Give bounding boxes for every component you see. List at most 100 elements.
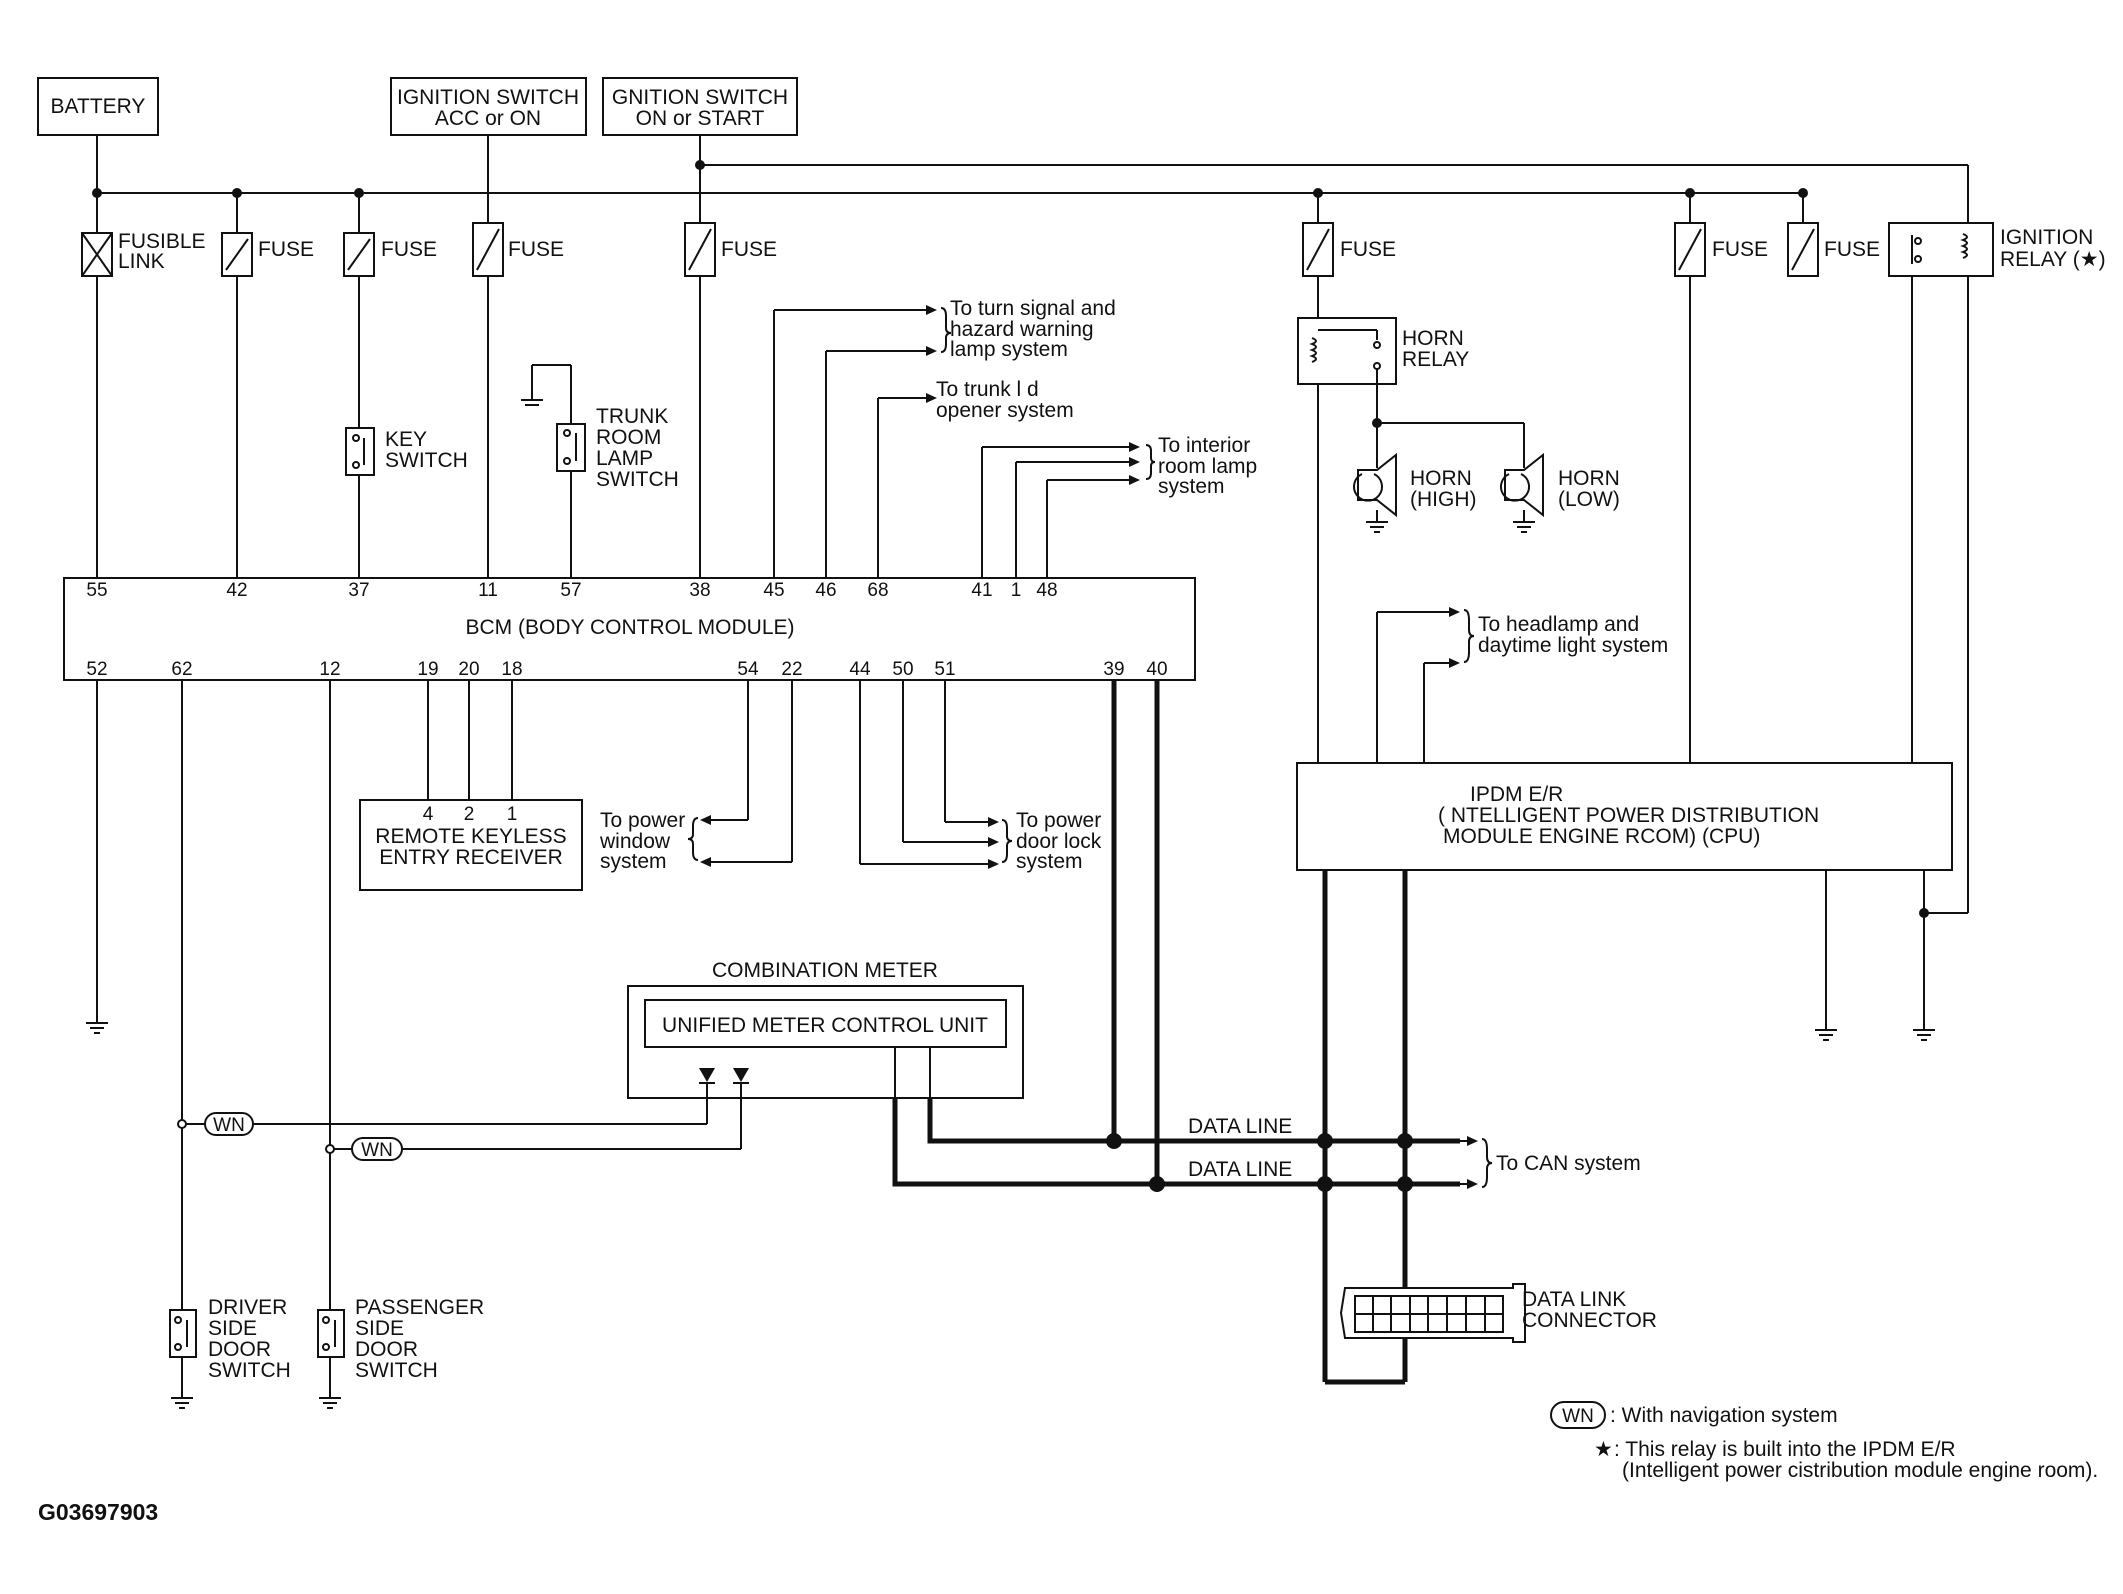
horn-high: HORN (HIGH) bbox=[1353, 452, 1477, 533]
horn-low-label-2: (LOW) bbox=[1558, 488, 1620, 511]
driver-door-switch-circuit: WN DRIVER SIDE DOOR SWITCH bbox=[169, 680, 707, 1409]
bcm-pin: 1 bbox=[1011, 580, 1022, 601]
fuse-11: FUSE bbox=[472, 222, 564, 578]
bcm-pin: 20 bbox=[458, 659, 479, 680]
bcm-pin: 68 bbox=[867, 580, 888, 601]
power-door-lock-outputs: To power door lock system bbox=[859, 680, 1102, 873]
bcm-pin: 54 bbox=[737, 659, 759, 680]
ignition-relay-label-1: IGNITION bbox=[2000, 226, 2093, 249]
passenger-switch-label-2: SIDE bbox=[355, 1317, 404, 1340]
rke-label-2: ENTRY RECEIVER bbox=[379, 846, 563, 869]
fuse-label: FUSE bbox=[1824, 238, 1880, 261]
ignition-switch-start-label-1: GNITION SWITCH bbox=[612, 86, 788, 109]
fuse-label: FUSE bbox=[1712, 238, 1768, 261]
ipdm-grounds bbox=[1815, 870, 1935, 1041]
headlamp-label-2: daytime light system bbox=[1478, 634, 1668, 657]
trunk-lid-label-2: opener system bbox=[936, 399, 1074, 422]
driver-switch-label-1: DRIVER bbox=[208, 1296, 287, 1319]
can-system-label: To CAN system bbox=[1496, 1152, 1641, 1175]
remote-keyless-receiver: 4 2 1 REMOTE KEYLESS ENTRY RECEIVER bbox=[359, 680, 583, 891]
passenger-switch-label-3: DOOR bbox=[355, 1338, 418, 1361]
bcm-pin: 45 bbox=[763, 580, 784, 601]
bcm-pin: 22 bbox=[781, 659, 802, 680]
driver-switch-label-3: DOOR bbox=[208, 1338, 271, 1361]
combination-meter: COMBINATION METER UNIFIED METER CONTROL … bbox=[627, 959, 1024, 1149]
horn-relay: HORN RELAY bbox=[1297, 317, 1525, 763]
wn-badge: WN bbox=[213, 1115, 245, 1136]
trunk-lid-output: To trunk l d opener system bbox=[877, 378, 1074, 578]
figure-id: G03697903 bbox=[38, 1499, 158, 1525]
bcm-pin: 40 bbox=[1146, 659, 1167, 680]
bcm-pin: 46 bbox=[815, 580, 836, 601]
door-lock-label-3: system bbox=[1016, 850, 1083, 873]
interior-label-3: system bbox=[1158, 475, 1225, 498]
bcm-pin: 19 bbox=[417, 659, 438, 680]
data-link-connector: DATA LINK CONNECTOR bbox=[1339, 1283, 1657, 1343]
horn-relay-label-2: RELAY bbox=[1402, 348, 1469, 371]
headlamp-outputs: To headlamp and daytime light system bbox=[1376, 607, 1668, 763]
battery: BATTERY bbox=[37, 77, 159, 136]
bcm-pin: 57 bbox=[560, 580, 581, 601]
trunk-switch-label-1: TRUNK bbox=[596, 405, 668, 428]
bcm-pins-top: 55 42 37 11 57 38 45 46 68 41 1 48 bbox=[86, 580, 1057, 601]
fusible-link-label-2: LINK bbox=[118, 250, 165, 273]
turn-signal-outputs: To turn signal and hazard warning lamp s… bbox=[773, 297, 1116, 578]
bcm: BCM (BODY CONTROL MODULE) 55 42 37 11 57… bbox=[63, 577, 1196, 681]
legend-relay-note-2: (Intelligent power cistribution module e… bbox=[1622, 1459, 2098, 1482]
fuse-ipdm-2: FUSE bbox=[1787, 193, 1880, 277]
ipdm: IPDM E/R ( NTELLIGENT POWER DISTRIBUTION… bbox=[1296, 762, 1953, 871]
bcm-pin: 41 bbox=[971, 580, 992, 601]
interior-label-2: room lamp bbox=[1158, 455, 1257, 478]
power-window-label-2: window bbox=[599, 830, 671, 853]
key-switch-label-1: KEY bbox=[385, 428, 427, 451]
dlc-label-2: CONNECTOR bbox=[1522, 1309, 1657, 1332]
legend-wn-badge: WN bbox=[1562, 1406, 1594, 1427]
fuse-label: FUSE bbox=[1340, 238, 1396, 261]
fuse-38: FUSE bbox=[684, 222, 777, 578]
driver-switch-label-4: SWITCH bbox=[208, 1359, 291, 1382]
bcm-label: BCM (BODY CONTROL MODULE) bbox=[465, 616, 794, 639]
horn-low: HORN (LOW) bbox=[1500, 452, 1620, 533]
ipdm-label-1: IPDM E/R bbox=[1470, 783, 1563, 806]
trunk-switch-label-2: ROOM bbox=[596, 426, 661, 449]
door-lock-label-2: door lock bbox=[1016, 830, 1102, 853]
ignition-switch-acc-label-2: ACC or ON bbox=[435, 107, 541, 130]
turn-signal-label-3: lamp system bbox=[950, 338, 1068, 361]
trunk-switch-label-4: SWITCH bbox=[596, 468, 679, 491]
door-lock-label-1: To power bbox=[1016, 809, 1101, 832]
bcm-pin: 51 bbox=[934, 659, 955, 680]
fuse-label: FUSE bbox=[721, 238, 777, 261]
passenger-switch-label-4: SWITCH bbox=[355, 1359, 438, 1382]
battery-label: BATTERY bbox=[51, 95, 146, 118]
ignition-relay-label-2: RELAY (★) bbox=[2000, 248, 2106, 271]
bcm-pin: 12 bbox=[319, 659, 340, 680]
rke-pin: 1 bbox=[507, 804, 518, 825]
bcm-pin: 37 bbox=[348, 580, 369, 601]
bcm-ground bbox=[86, 680, 108, 1034]
interior-label-1: To interior bbox=[1158, 434, 1250, 457]
legend-relay-note-1: : This relay is built into the IPDM E/R bbox=[1614, 1438, 1956, 1461]
ignition-switch-acc-on: IGNITION SWITCH ACC or ON bbox=[390, 77, 587, 136]
trunk-switch-label-3: LAMP bbox=[596, 447, 653, 470]
rke-pin: 4 bbox=[423, 804, 434, 825]
wn-badge: WN bbox=[361, 1140, 393, 1161]
bcm-pin: 50 bbox=[892, 659, 913, 680]
bcm-pin: 39 bbox=[1103, 659, 1124, 680]
horn-relay-label-1: HORN bbox=[1402, 327, 1464, 350]
ignition-switch-acc-label-1: IGNITION SWITCH bbox=[397, 86, 579, 109]
fusible-link: FUSIBLE LINK bbox=[81, 193, 206, 578]
bcm-pin: 42 bbox=[226, 580, 247, 601]
bcm-pin: 38 bbox=[689, 580, 710, 601]
trunk-lid-label-1: To trunk l d bbox=[936, 378, 1039, 401]
bcm-pins-bottom: 52 62 12 19 20 18 54 22 44 50 51 39 40 bbox=[86, 659, 1167, 680]
ignition-relay: IGNITION RELAY (★) bbox=[1888, 222, 2106, 763]
ignition-switch-on-start: GNITION SWITCH ON or START bbox=[602, 77, 798, 136]
fuse-label: FUSE bbox=[258, 238, 314, 261]
interior-lamp-outputs: To interior room lamp system bbox=[981, 434, 1257, 578]
key-switch: KEY SWITCH bbox=[345, 427, 468, 578]
key-switch-label-2: SWITCH bbox=[385, 449, 468, 472]
legend-wn-desc: : With navigation system bbox=[1610, 1404, 1838, 1427]
ipdm-label-3: MODULE ENGINE RCOM) (CPU) bbox=[1443, 825, 1760, 848]
rke-pin: 2 bbox=[464, 804, 475, 825]
ipdm-label-2: ( NTELLIGENT POWER DISTRIBUTION bbox=[1438, 804, 1819, 827]
